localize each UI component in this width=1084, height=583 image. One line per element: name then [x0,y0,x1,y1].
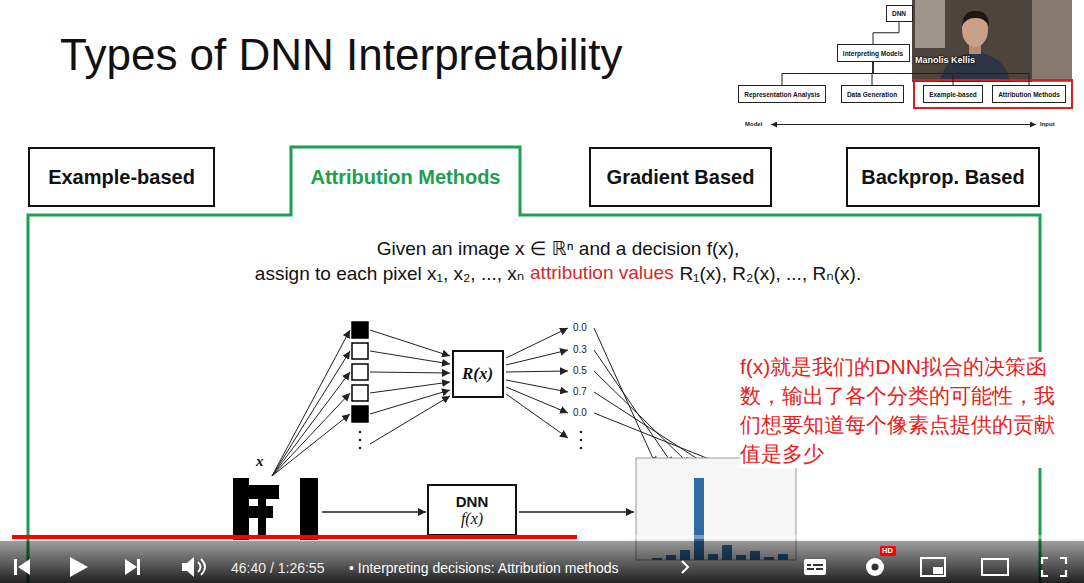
variable-label: x [256,453,264,470]
node-text: f(x) [461,510,483,528]
chapter-title: • Interpreting decisions: Attribution me… [349,560,619,576]
text-line: assign to each pixel x₁, x₂, ..., xₙattr… [28,262,1084,285]
output-arrows [506,328,568,438]
node-text: Attribution Methods [998,91,1060,98]
flow-arrow [519,511,634,513]
panel-text: R₁(x), R₂(x), ..., Rₙ(x). [679,262,861,285]
value-label: 0.7 [573,386,587,397]
pixel-arrows [272,330,350,476]
node-text: Gradient Based [607,166,755,189]
tab-box: Attribution Methods [291,147,520,207]
highlight-frame [914,80,1072,108]
node-text: Representation Analysis [744,91,820,98]
ellipsis-dots [359,431,583,450]
axis-arrow [771,124,1036,125]
node-text: DNN [892,10,906,17]
input-arrows [370,330,450,444]
slide-title: Types of DNN Interpretability [60,30,622,80]
node-text: Example-based [929,91,977,98]
tree-box: Interpreting Models [837,44,910,62]
tab-box: Backprop. Based [846,147,1040,207]
node-text: Interpreting Models [843,50,903,57]
time-display: 46:40 / 1:26:55 [231,560,324,576]
tab-box: Gradient Based [589,147,772,207]
node-text: Attribution Methods [311,166,501,189]
tree-box: Representation Analysis [738,85,826,103]
panel-text: assign to each pixel x₁, x₂, ..., xₙ [255,262,525,285]
node-text: Example-based [48,166,195,189]
tree-connector [782,62,873,85]
tree-box: Data Generation [841,85,904,103]
value-label: 0.3 [573,344,587,355]
function-box: R(x) [452,350,504,398]
node-text: Backprop. Based [861,166,1024,189]
tree-box: DNN [886,5,913,22]
node-text: R(x) [462,364,493,384]
value-label: 0.0 [573,407,587,418]
webcam-picture [912,0,1072,82]
flow-arrow [322,511,426,513]
speaker-name: Manolis Kellis [915,55,975,65]
value-leaders [594,328,724,465]
node-text: DNN [456,493,489,510]
axis-label: Model [745,121,762,127]
tree-connector [873,22,899,45]
tab-box: Example-based [28,147,215,207]
highlight-text: attribution values [530,262,674,285]
tree-box: Example-based [923,85,983,103]
panel-text: Given an image x ∈ ℝⁿ and a decision f(x… [377,238,740,259]
pixel-squares [352,322,368,422]
input-image [233,478,318,540]
text-line: Given an image x ∈ ℝⁿ and a decision f(x… [58,237,1058,260]
node-text: Data Generation [847,91,897,98]
value-label: 0.5 [573,365,587,376]
tree-connector [873,62,1029,85]
value-label: 0.0 [573,322,587,333]
axis-label: Input [1040,121,1055,127]
annotation-note: f(x)就是我们的DNN拟合的决策函数，输出了各个分类的可能性，我们想要知道每个… [740,352,1074,468]
tree-box: Attribution Methods [992,85,1066,103]
function-box: DNNf(x) [427,484,517,536]
quality-badge: HD [882,546,893,555]
